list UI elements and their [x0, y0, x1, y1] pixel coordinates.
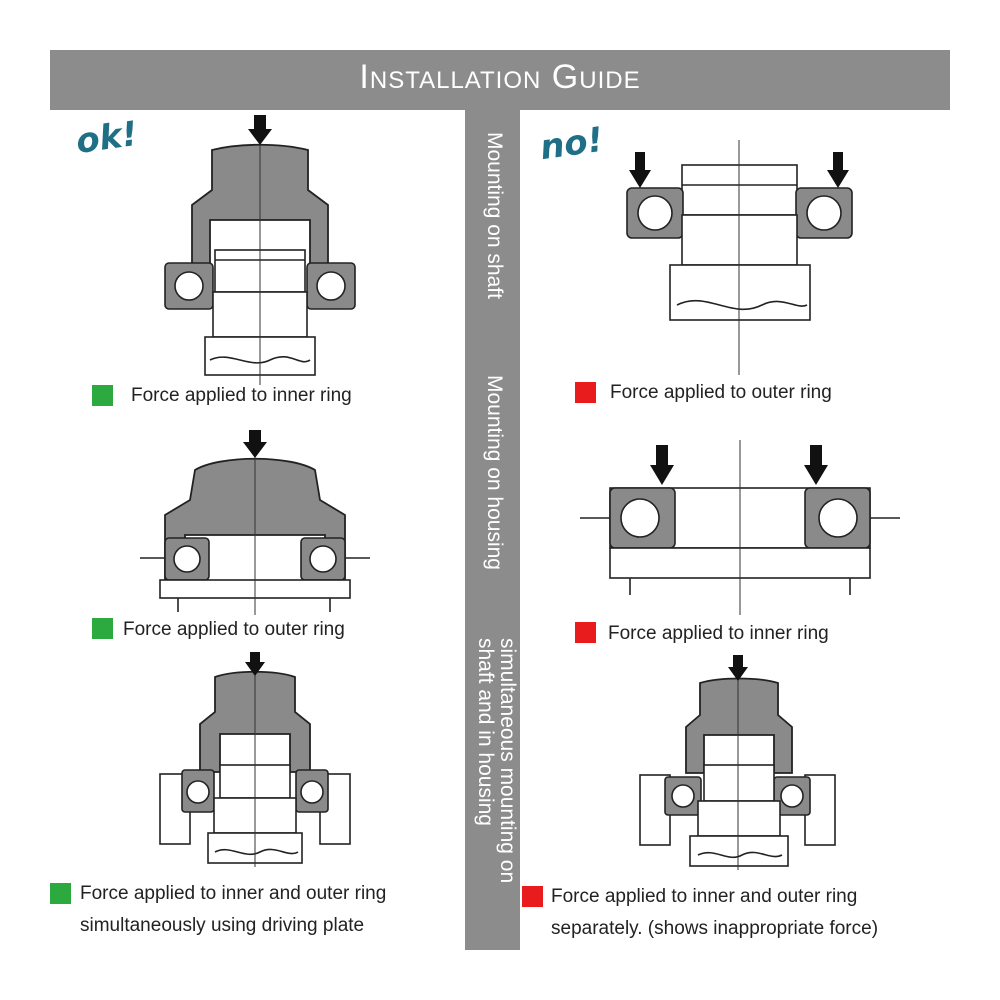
no-label: no! — [537, 119, 606, 169]
no-marker-1 — [575, 382, 596, 403]
ok-marker-1 — [92, 385, 113, 406]
caption-no-2: Force applied to inner ring — [608, 623, 829, 644]
figure-ok-housing — [140, 430, 370, 615]
figure-ok-simultaneous — [159, 652, 351, 867]
ok-marker-3 — [50, 883, 71, 904]
caption-no-3b: separately. (shows inappropriate force) — [551, 918, 879, 939]
caption-ok-2: Force applied to outer ring — [123, 619, 345, 640]
figure-no-housing — [580, 440, 900, 615]
figure-ok-shaft — [164, 115, 356, 385]
no-marker-2 — [575, 622, 596, 643]
page-title: Installation Guide — [359, 58, 641, 96]
figure-no-shaft — [626, 140, 853, 375]
caption-ok-3b: simultaneously using driving plate — [80, 915, 365, 936]
figure-no-simultaneous — [639, 655, 836, 870]
ok-marker-2 — [92, 618, 113, 639]
caption-no-3a: Force applied to inner and outer ring — [551, 886, 858, 907]
label-mounting-on-shaft: Mounting on shaft — [483, 132, 506, 299]
no-marker-3 — [522, 886, 543, 907]
title-banner: Installation Guide — [50, 50, 950, 110]
label-simultaneous-1: simultaneous mounting on — [496, 638, 519, 884]
label-mounting-on-housing: Mounting on housing — [483, 375, 506, 570]
caption-ok-1: Force applied to inner ring — [131, 385, 352, 406]
caption-no-1: Force applied to outer ring — [610, 382, 832, 403]
caption-ok-3a: Force applied to inner and outer ring — [80, 883, 387, 904]
ok-label: ok! — [73, 113, 140, 163]
center-divider — [465, 110, 520, 950]
label-simultaneous-2: shaft and in housing — [474, 638, 497, 826]
